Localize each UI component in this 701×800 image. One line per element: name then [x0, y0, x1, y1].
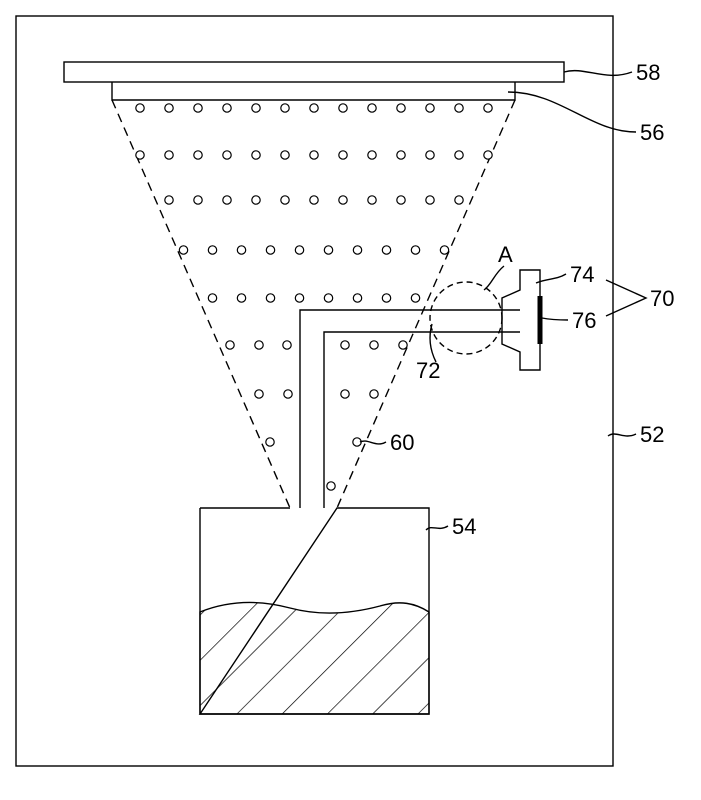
droplet — [455, 196, 463, 204]
droplet — [208, 246, 216, 254]
droplet — [382, 294, 390, 302]
droplet — [194, 196, 202, 204]
droplet — [484, 104, 492, 112]
droplet — [310, 151, 318, 159]
droplet — [399, 341, 407, 349]
droplet — [426, 196, 434, 204]
droplet — [295, 246, 303, 254]
nozzle-plate — [112, 82, 515, 100]
detail-circle-a — [430, 282, 502, 354]
droplet — [440, 246, 448, 254]
droplet — [237, 294, 245, 302]
leader-72 — [430, 324, 436, 362]
droplet — [397, 196, 405, 204]
droplet — [339, 196, 347, 204]
leader-70 — [606, 280, 646, 316]
droplet — [284, 390, 292, 398]
droplet — [252, 151, 260, 159]
droplet — [165, 196, 173, 204]
leader-76 — [542, 318, 568, 320]
label-56: 56 — [640, 120, 664, 145]
droplet — [341, 341, 349, 349]
leader-60 — [360, 441, 386, 444]
droplet — [339, 104, 347, 112]
droplet — [223, 104, 231, 112]
droplet — [165, 104, 173, 112]
label-52: 52 — [640, 422, 664, 447]
droplet — [426, 104, 434, 112]
label-60: 60 — [390, 430, 414, 455]
droplet — [266, 246, 274, 254]
droplet — [226, 341, 234, 349]
droplet — [252, 104, 260, 112]
droplet — [455, 151, 463, 159]
droplet — [281, 104, 289, 112]
droplet — [281, 196, 289, 204]
droplet — [223, 196, 231, 204]
spray-cone-right-edge — [337, 100, 515, 508]
droplet — [370, 341, 378, 349]
droplet — [165, 151, 173, 159]
droplet — [382, 246, 390, 254]
leader-56 — [508, 92, 636, 132]
droplet — [341, 390, 349, 398]
droplet — [368, 151, 376, 159]
label-74: 74 — [570, 262, 594, 287]
droplet — [370, 390, 378, 398]
droplet — [266, 294, 274, 302]
droplet — [411, 294, 419, 302]
droplet — [310, 196, 318, 204]
label-54: 54 — [452, 514, 476, 539]
droplet — [281, 151, 289, 159]
droplet — [255, 390, 263, 398]
droplet — [237, 246, 245, 254]
droplet — [397, 104, 405, 112]
label-a: A — [498, 242, 513, 267]
droplet — [484, 151, 492, 159]
droplet — [194, 151, 202, 159]
droplet — [426, 151, 434, 159]
droplet — [353, 246, 361, 254]
droplet — [310, 104, 318, 112]
leader-52 — [608, 434, 636, 436]
droplet — [324, 294, 332, 302]
droplet — [179, 246, 187, 254]
droplet — [266, 438, 274, 446]
sensor-housing — [502, 270, 540, 370]
droplet — [397, 151, 405, 159]
label-72: 72 — [416, 358, 440, 383]
droplet — [339, 151, 347, 159]
droplet — [327, 482, 335, 490]
droplet — [353, 294, 361, 302]
droplet — [295, 294, 303, 302]
droplet — [324, 246, 332, 254]
reservoir-liquid — [200, 602, 429, 714]
label-76: 76 — [572, 308, 596, 333]
droplet — [252, 196, 260, 204]
label-70: 70 — [650, 286, 674, 311]
leader-58 — [564, 71, 632, 76]
droplet — [208, 294, 216, 302]
droplet-field — [136, 104, 492, 490]
droplet — [223, 151, 231, 159]
droplet — [368, 196, 376, 204]
droplet — [255, 341, 263, 349]
droplet — [368, 104, 376, 112]
droplet — [411, 246, 419, 254]
droplet — [353, 438, 361, 446]
droplet — [283, 341, 291, 349]
droplet — [194, 104, 202, 112]
droplet — [136, 151, 144, 159]
leader-a — [484, 266, 504, 290]
droplet — [136, 104, 144, 112]
label-58: 58 — [636, 60, 660, 85]
spray-cone-left-edge — [112, 100, 290, 508]
droplet — [455, 104, 463, 112]
substrate-plate — [64, 62, 564, 82]
